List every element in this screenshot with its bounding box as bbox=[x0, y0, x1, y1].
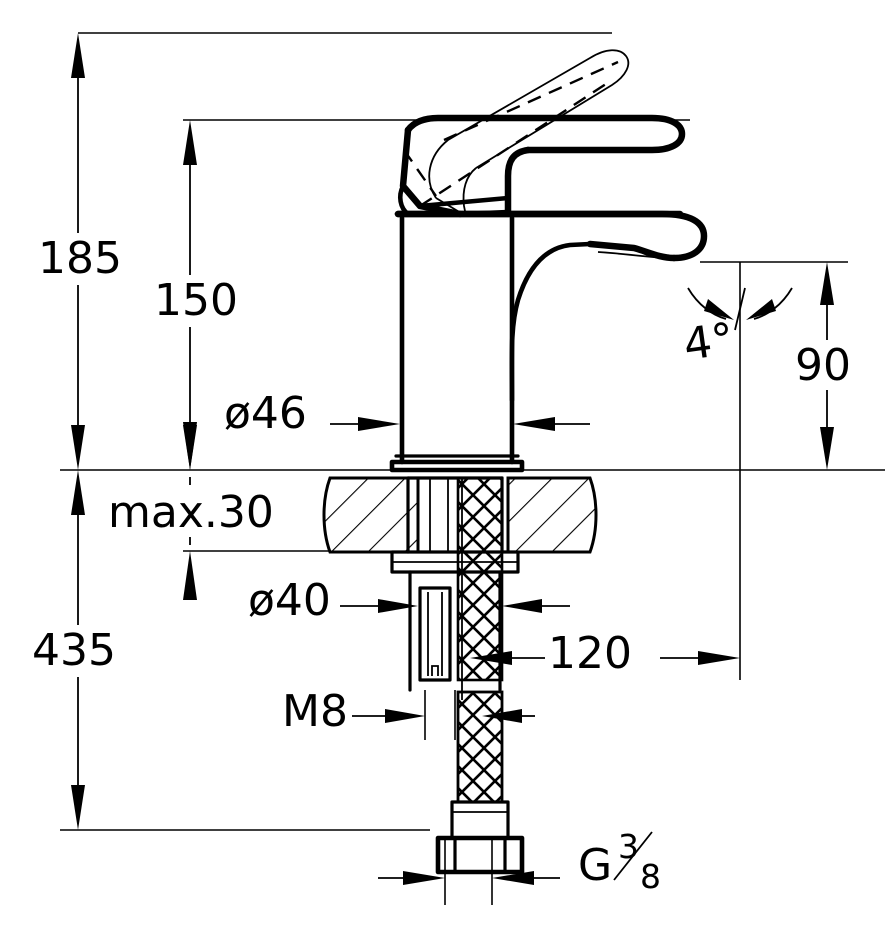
dimension-label-max30: max.30 bbox=[108, 487, 274, 538]
dimension-spout-height-90: 90 bbox=[790, 262, 880, 470]
dimension-label-435: 435 bbox=[32, 625, 116, 676]
dimension-thread-m8: M8 bbox=[282, 686, 535, 740]
lever-handle-closed bbox=[397, 114, 686, 218]
dimension-label-d46: ø46 bbox=[224, 388, 307, 439]
lever-handle-raised-hidden-lines bbox=[403, 60, 619, 208]
dimension-body-diameter-46: ø46 bbox=[224, 388, 590, 439]
dimension-label-g-letter: G bbox=[578, 840, 612, 891]
dimension-label-g-denominator: 8 bbox=[640, 857, 661, 896]
dimension-label-d40: ø40 bbox=[248, 575, 331, 626]
dimension-max-counter-thickness: max.30 bbox=[105, 422, 320, 600]
dimension-label-4deg: 4° bbox=[680, 313, 737, 370]
faucet-spout bbox=[394, 210, 708, 403]
dimension-label-g-numerator: 3 bbox=[618, 827, 639, 866]
dimension-spout-reach-120: 120 bbox=[470, 262, 741, 680]
dimension-supply-thread-g38: G 3 8 bbox=[378, 827, 661, 905]
dimension-shank-diameter-40: ø40 bbox=[248, 575, 570, 626]
faucet-body bbox=[389, 210, 684, 473]
dimension-label-185-text: 185 bbox=[38, 233, 122, 284]
dimension-label-150: 150 bbox=[154, 275, 238, 326]
annotation-spout-angle-4deg: 4° bbox=[680, 287, 793, 371]
dimension-label-m8: M8 bbox=[282, 686, 348, 737]
dimension-overall-height-185: 185 185 bbox=[32, 33, 132, 470]
dimension-height-150: 150 bbox=[148, 120, 258, 470]
dimension-label-120: 120 bbox=[548, 628, 632, 679]
dimension-total-length-435: 435 bbox=[28, 470, 138, 830]
countertop-section bbox=[322, 476, 598, 554]
dimension-label-90: 90 bbox=[795, 340, 851, 391]
flexible-supply-hose bbox=[435, 690, 525, 875]
mounting-shank-assembly bbox=[390, 476, 520, 700]
lever-handle-raised-outline bbox=[428, 49, 630, 217]
